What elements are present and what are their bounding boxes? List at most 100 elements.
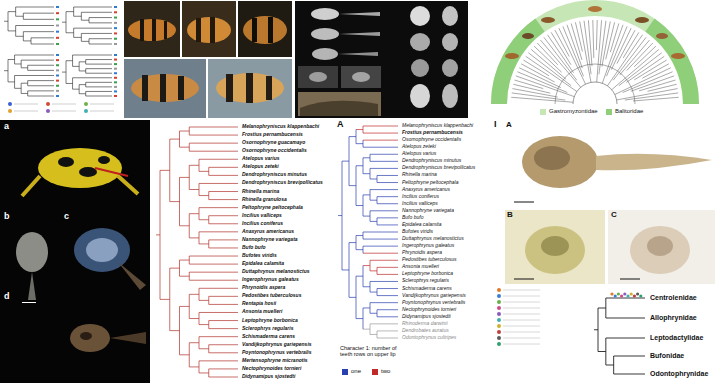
panel-letter: b	[4, 212, 10, 221]
taxon-name: Dendrophryniscus brevipollicatus	[402, 165, 475, 170]
tree-branch	[66, 32, 74, 33]
tree-branch	[189, 127, 238, 128]
tree-branch	[598, 351, 606, 352]
tree-branch	[209, 223, 238, 224]
taxon-name: Incilius valliceps	[242, 213, 282, 218]
family-name: Allophrynidae	[650, 314, 697, 321]
panel-letter: I	[494, 120, 497, 129]
tree-branch	[614, 374, 645, 375]
tree-branch	[598, 308, 606, 309]
tree-branch	[31, 44, 54, 45]
tree-branch	[4, 21, 8, 22]
tree-branch	[619, 53, 662, 86]
tip-marker	[56, 69, 59, 71]
tip-marker	[114, 22, 117, 24]
taxon-name: Odontophrynus cultripes	[402, 335, 456, 340]
tree-branch	[189, 294, 199, 295]
tree-branch	[573, 82, 617, 104]
tree-branch	[606, 338, 645, 339]
tip-marker	[114, 86, 117, 88]
tree-branch	[199, 243, 209, 244]
tree-branch	[349, 242, 356, 243]
tree-branch	[575, 22, 582, 51]
character-dot	[497, 324, 501, 328]
tree-branch	[606, 365, 614, 366]
tip-marker	[56, 75, 59, 77]
tree-branch	[209, 191, 238, 192]
character-dot	[497, 330, 501, 334]
legend-dot	[46, 102, 50, 106]
legend-placeholder	[52, 104, 76, 105]
panel-letter: C	[611, 211, 617, 219]
tree-branch	[555, 30, 569, 56]
tree-branch	[8, 59, 15, 60]
tree-branch	[370, 154, 398, 155]
tree-branch	[363, 126, 398, 127]
tree-branch	[513, 84, 550, 93]
tree-branch	[370, 200, 377, 201]
tree-branch	[615, 68, 671, 95]
legend-placeholder	[503, 296, 540, 297]
tree-branch	[28, 90, 54, 91]
tree-branch	[528, 53, 571, 86]
tree-branch	[199, 195, 209, 196]
tree-branch	[370, 334, 377, 335]
tree-branch	[89, 22, 112, 23]
tree-branch	[180, 177, 190, 178]
legend-dot	[8, 102, 12, 106]
tip-marker	[114, 77, 117, 79]
legend-placeholder	[503, 290, 540, 291]
taxon-name: Atelopus varius	[242, 156, 280, 161]
tree-branch	[199, 159, 238, 160]
tree-branch	[377, 309, 398, 310]
tree-branch	[21, 83, 28, 84]
tree-branch	[189, 151, 238, 152]
taxon-name: Epidalea calamita	[242, 261, 284, 266]
tree-branch	[512, 93, 566, 100]
tree-branch	[623, 72, 673, 93]
taxon-name: Rhinella granulosa	[242, 197, 287, 202]
taxon-name: Anaxyrus americanus	[242, 229, 294, 234]
tree-branch	[627, 43, 653, 71]
taxon-name: Incilius coniferus	[242, 221, 283, 226]
taxon-name: Sclerophrys regularis	[242, 326, 293, 331]
tip-marker	[56, 43, 59, 45]
tip-marker	[114, 59, 117, 61]
tree-branch	[160, 170, 170, 171]
tree-branch	[15, 75, 54, 76]
character-dot	[497, 300, 501, 304]
microscopy-panel	[295, 1, 468, 118]
tree-branch	[363, 194, 370, 195]
character-dot	[497, 318, 501, 322]
tree-branch	[73, 77, 112, 78]
tree-branch	[189, 366, 199, 367]
frog-photos	[0, 120, 150, 383]
tree-branch	[74, 7, 112, 8]
tree-branch	[189, 272, 238, 273]
tree-branch	[28, 65, 54, 66]
tip-marker	[56, 80, 59, 82]
tree-branch	[567, 25, 582, 68]
taxon-name: Pedostibes tuberculosus	[242, 293, 301, 298]
character-dot	[497, 336, 501, 340]
tree-branch	[606, 22, 615, 59]
tree-branch	[199, 219, 209, 220]
tree-branch	[517, 72, 567, 93]
tree-branch	[555, 64, 635, 104]
taxon-name: Vandijkophrynus gariepensis	[242, 342, 312, 347]
tree-branch	[377, 224, 398, 225]
tree-branch	[377, 338, 398, 339]
tree-branch	[209, 328, 238, 329]
tree-branch	[363, 216, 370, 217]
taxon-name: Osornophryne occidentalis	[242, 148, 307, 153]
tree-branch	[89, 44, 112, 45]
taxon-name: Frostius pernambucensis	[242, 132, 303, 137]
tree-branch	[519, 68, 560, 88]
tree-branch	[363, 307, 370, 308]
tree-branch	[21, 60, 54, 61]
legend-placeholder	[503, 308, 540, 309]
character-dot	[639, 294, 642, 297]
taxon-name: Dendrophryniscus minutus	[242, 172, 307, 177]
tree-branch	[209, 215, 238, 216]
tree-branch	[199, 372, 209, 373]
